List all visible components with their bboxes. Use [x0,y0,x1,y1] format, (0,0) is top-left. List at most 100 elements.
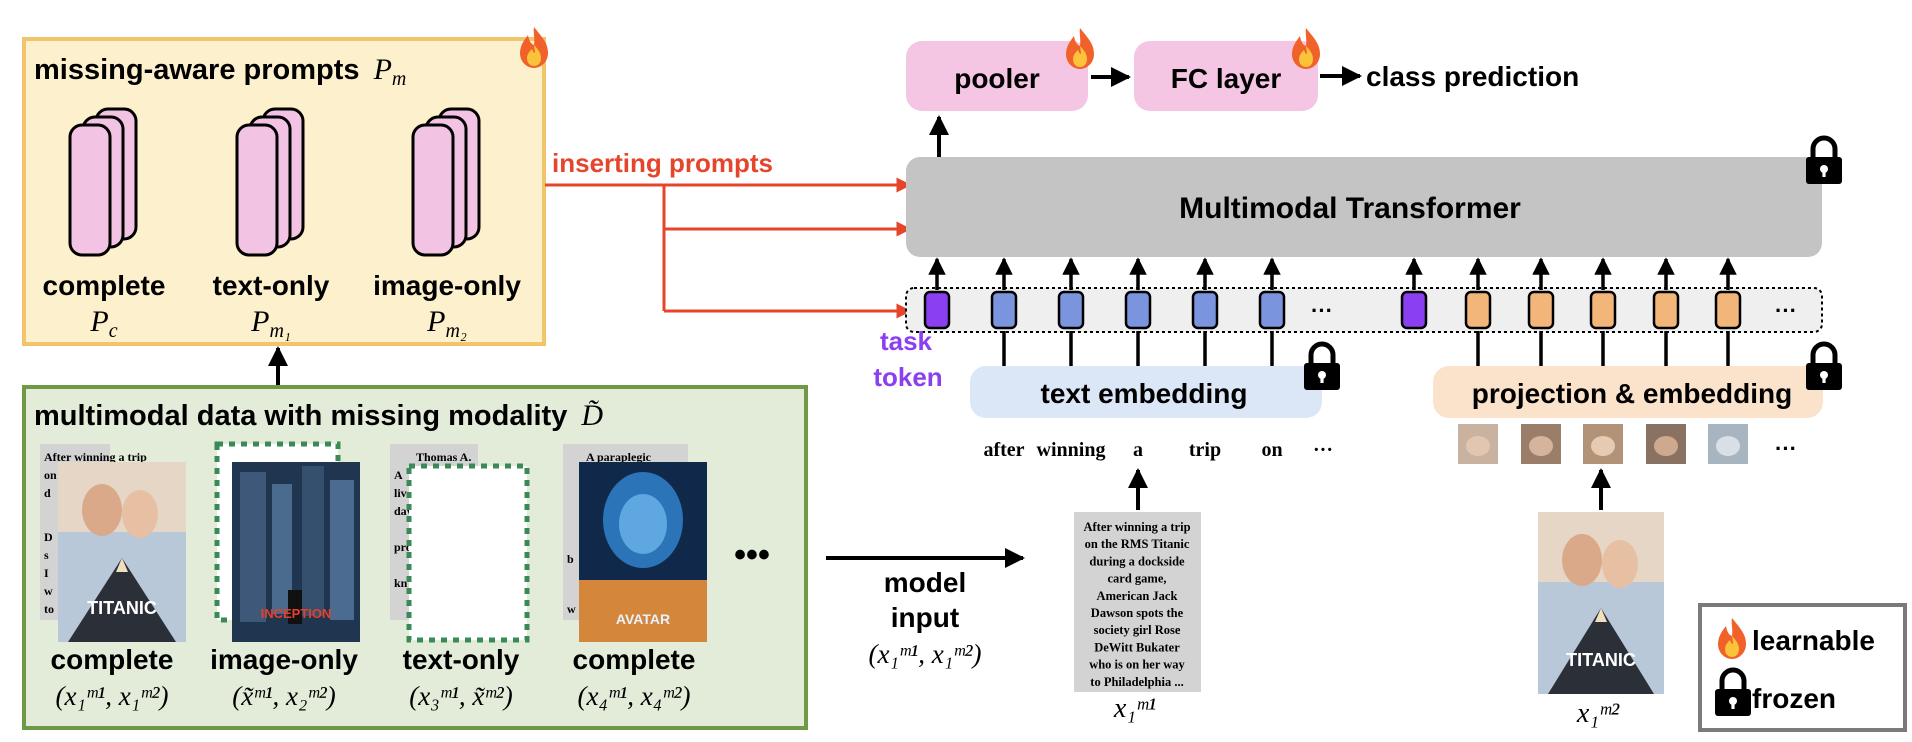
prompt-card-image-only [411,107,481,257]
word-token: trip [1189,439,1221,461]
svg-text:After winning a trip: After winning a trip [44,450,147,464]
word-token: on [1261,439,1282,461]
sample-label-2: image-only [210,644,358,675]
image-token [1714,290,1742,330]
fire-icon [1066,28,1094,69]
svg-text:TITANIC: TITANIC [87,598,157,618]
sample-formula-1: (x₁ᵐ¹, x₁ᵐ²) [56,681,169,711]
svg-text:AVATAR: AVATAR [616,611,670,627]
text-token [990,290,1018,330]
svg-text:missing-aware prompts Pm: missing-aware prompts Pm [34,53,406,90]
sample-2: INCEPTION [214,441,360,642]
image-token [1464,290,1492,330]
task-token [1400,290,1428,330]
token-ellipsis-text: ··· [1311,298,1333,323]
sample-1: After winning a trip on d D s I w to TIT… [40,444,186,642]
sample-formula-2: (x̃ᵐ¹, x₂ᵐ²) [232,681,336,711]
pooler-box [906,41,1088,111]
image-patch [1583,424,1623,464]
inserting-prompts-arrows: inserting prompts [545,148,912,319]
legend-frozen: frozen [1752,683,1836,714]
fire-icon [1292,28,1320,69]
prompt-card-text-only [235,107,305,257]
token-row: ··· ··· task token [873,257,1823,392]
lock-icon [1304,344,1340,390]
input-image-formula: x₁ᵐ² [1576,698,1620,729]
image-patch [1458,424,1498,464]
input-image: TITANIC x₁ᵐ² [1538,468,1664,729]
image-embedding-label: projection & embedding [1472,378,1792,409]
image-patch [1521,424,1561,464]
svg-text:INCEPTION: INCEPTION [261,606,332,621]
transformer-label: Multimodal Transformer [1179,192,1521,225]
sample-formula-4: (x₄ᵐ¹, x₄ᵐ²) [578,681,691,711]
legend: learnable frozen [1698,603,1907,732]
svg-text:on d D: on d D s I w to [44,468,60,616]
text-tokens: after winning a trip on ··· [983,439,1333,461]
svg-text:(x₁ᵐ¹, x₁ᵐ²): (x₁ᵐ¹, x₁ᵐ²) [869,639,982,669]
sample-label-3: text-only [403,644,520,675]
image-embedding: projection & embedding [1433,344,1842,418]
prompt-label-complete: complete [43,270,166,301]
text-token [1191,290,1219,330]
input-text-formula: x₁ᵐ¹ [1113,693,1156,724]
svg-text:A paraplegic: A paraplegic [586,450,652,464]
prompt-sym-image-only: P [426,305,445,338]
more-samples-ellipsis: ••• [734,536,770,574]
legend-learnable: learnable [1752,625,1875,656]
word-token: winning [1037,439,1106,461]
lock-icon [1806,138,1842,184]
image-token [1589,290,1617,330]
text-token [1057,290,1085,330]
pooler-label: pooler [954,63,1040,94]
prompt-sym-text-only: P [250,305,269,338]
sample-3: Thomas A. A liv day pro kn [390,444,530,643]
text-embedding-label: text embedding [1041,378,1248,409]
missing-image-box [406,463,530,643]
sample-label-4: complete [573,644,696,675]
text-token [1258,290,1286,330]
svg-text:multimodal data with missing m: multimodal data with missing modality D̃ [34,399,603,432]
prompt-label-image-only: image-only [373,270,521,301]
transformer-block: Multimodal Transformer [906,138,1842,257]
svg-text:input: input [891,602,959,633]
class-prediction-label: class prediction [1366,61,1579,92]
svg-text:Thomas A.: Thomas A. [416,450,471,464]
image-token [1652,290,1680,330]
prompt-card-complete [68,107,138,257]
svg-text:Pm₁: Pm₁ [250,305,291,342]
inserting-prompts-label: inserting prompts [552,148,773,178]
prompt-label-text-only: text-only [213,270,330,301]
word-ellipsis: ··· [1313,439,1333,461]
image-patch [1708,424,1748,464]
task-token [923,290,951,330]
svg-text:token: token [873,362,942,392]
svg-text:Pm₂: Pm₂ [426,305,467,342]
sample-label-1: complete [51,644,174,675]
prompts-panel: missing-aware prompts Pm complete text-o… [22,27,548,346]
image-patch [1646,424,1686,464]
poster-image: AVATAR [579,462,707,642]
image-token [1527,290,1555,330]
fire-icon [520,27,548,68]
data-panel-title: multimodal data with missing modality [34,400,567,432]
svg-text:TITANIC: TITANIC [1566,650,1636,670]
data-panel: multimodal data with missing modality D̃… [22,385,808,730]
text-embedding: text embedding [970,344,1340,418]
model-input-arrow: model input (x₁ᵐ¹, x₁ᵐ²) [826,548,1025,669]
prompt-sym-complete: P [89,305,108,338]
fc-layer-label: FC layer [1171,63,1282,94]
svg-text:b w: b w [567,552,577,616]
sample-formula-3: (x₃ᵐ¹, x̃ᵐ²) [409,681,513,711]
task-token-label: task [880,326,933,356]
head: pooler FC layer class prediction [906,28,1579,157]
token-ellipsis-image: ··· [1775,298,1797,323]
fc-layer-box [1134,41,1318,111]
image-patches [1458,424,1748,464]
text-token [1124,290,1152,330]
poster-image: INCEPTION [232,462,360,642]
poster-image: TITANIC [58,462,186,642]
